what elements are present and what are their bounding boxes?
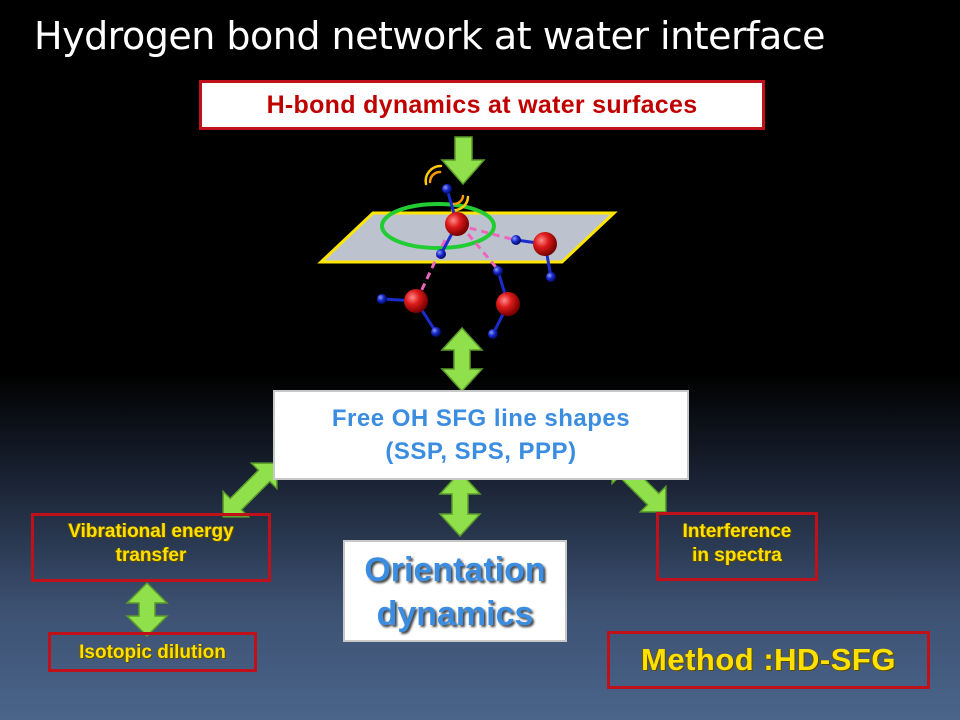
orientation-dynamics-box: Orientation dynamics <box>343 540 567 642</box>
interference-label: Interference <box>682 521 792 542</box>
double-arrow-icon <box>440 326 484 393</box>
h-bond-dynamics-box: H-bond dynamics at water surfaces <box>199 80 765 130</box>
interference-in-spectra-box: Interference in spectra <box>656 512 818 581</box>
orientation-label: Orientation <box>364 551 546 589</box>
free-oh-title: Free OH SFG line shapes <box>331 405 631 432</box>
water-molecule-icon <box>511 232 557 282</box>
vibrational-energy-transfer-box: Vibrational energy transfer <box>31 513 271 582</box>
vibrational-label: Vibrational energy <box>68 521 234 542</box>
double-arrow-icon <box>438 470 482 538</box>
in-spectra-label: in spectra <box>692 545 782 566</box>
water-molecule-icon <box>488 266 520 339</box>
method-box: Method :HD-SFG <box>607 631 930 689</box>
isotopic-dilution-box: Isotopic dilution <box>48 632 257 672</box>
water-molecule-icon <box>377 289 441 337</box>
slide-title: Hydrogen bond network at water interface <box>34 14 826 58</box>
polarization-list: (SSP, SPS, PPP) <box>385 438 577 465</box>
hydrogen-bond-lines <box>416 223 516 299</box>
double-arrow-icon <box>125 581 169 638</box>
transfer-label: transfer <box>115 545 187 566</box>
free-oh-lineshapes-box: Free OH SFG line shapes (SSP, SPS, PPP) <box>273 390 689 480</box>
water-molecule-icon <box>436 184 469 259</box>
dynamics-label: dynamics <box>376 595 534 633</box>
rotation-orbit-icon <box>380 202 496 250</box>
down-arrow-icon <box>440 136 486 186</box>
